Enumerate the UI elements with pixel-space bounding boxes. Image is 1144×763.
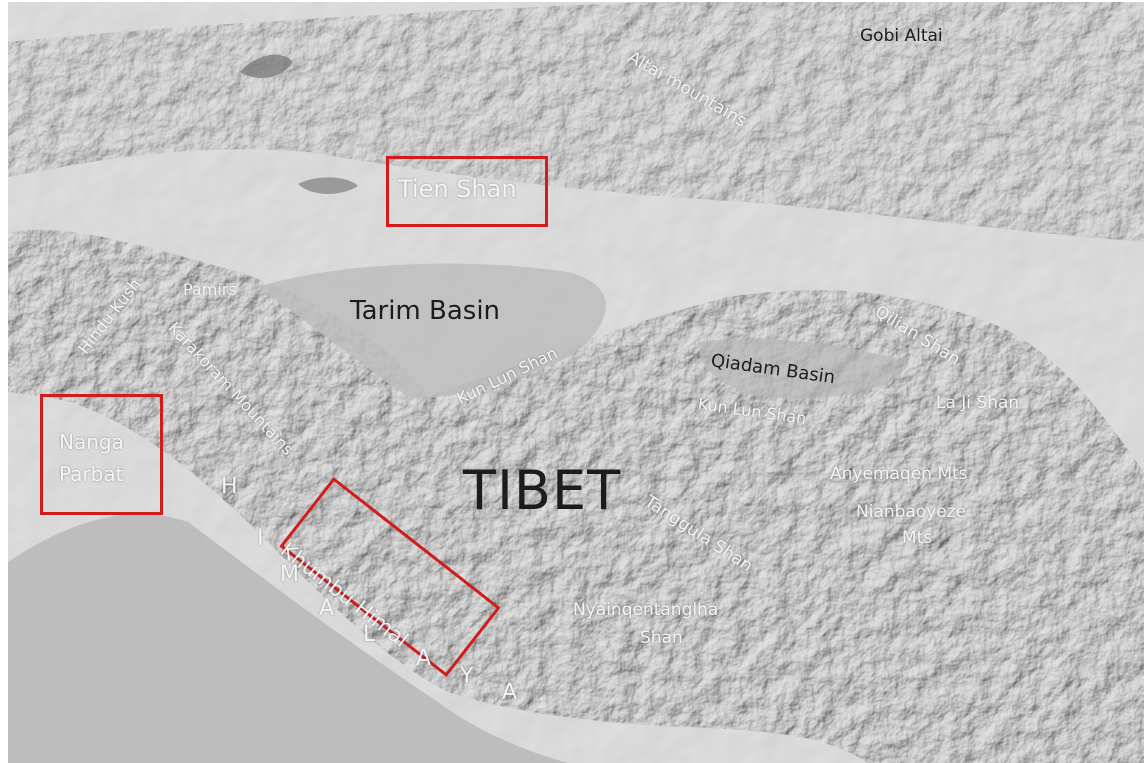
- label-nanga-parbat-line1: Nanga: [59, 430, 124, 454]
- label-tibet: TIBET: [463, 459, 622, 522]
- himalaya-letter-2: I: [257, 526, 264, 551]
- label-gobi-altai: Gobi Altai: [860, 26, 943, 46]
- label-tien-shan: Tien Shan: [398, 175, 517, 203]
- himalaya-letter-4: A: [319, 596, 335, 621]
- himalaya-letter-5: L: [363, 622, 376, 647]
- shaded-relief-terrain: [8, 2, 1144, 763]
- himalaya-letter-3: M: [280, 562, 299, 587]
- himalaya-letter-8: A: [502, 680, 518, 705]
- label-nianbaoyeze-line2: Mts: [902, 528, 933, 548]
- label-anyemaqen-mts: Anyemaqen Mts: [830, 464, 968, 484]
- label-la-ji-shan: La Ji Shan: [936, 393, 1020, 413]
- himalaya-letter-6: A: [416, 646, 432, 671]
- label-nianbaoyeze-line1: Nianbaoyeze: [856, 502, 967, 522]
- label-pamirs: Pamirs: [183, 280, 237, 299]
- himalaya-letter-7: Y: [460, 664, 474, 689]
- label-nanga-parbat-line2: Parbat: [59, 462, 124, 486]
- relief-map: Altai mountains Gobi Altai Tien Shan Pam…: [8, 2, 1144, 763]
- himalaya-letter-1: H: [221, 474, 238, 499]
- tien-shan-highlight-box: [386, 156, 548, 227]
- nanga-parbat-highlight-box: [40, 394, 163, 515]
- label-tarim-basin: Tarim Basin: [350, 296, 501, 326]
- label-nyainqentanglha-line1: Nyainqentanglha: [573, 600, 719, 620]
- label-nyainqentanglha-line2: Shan: [640, 628, 683, 648]
